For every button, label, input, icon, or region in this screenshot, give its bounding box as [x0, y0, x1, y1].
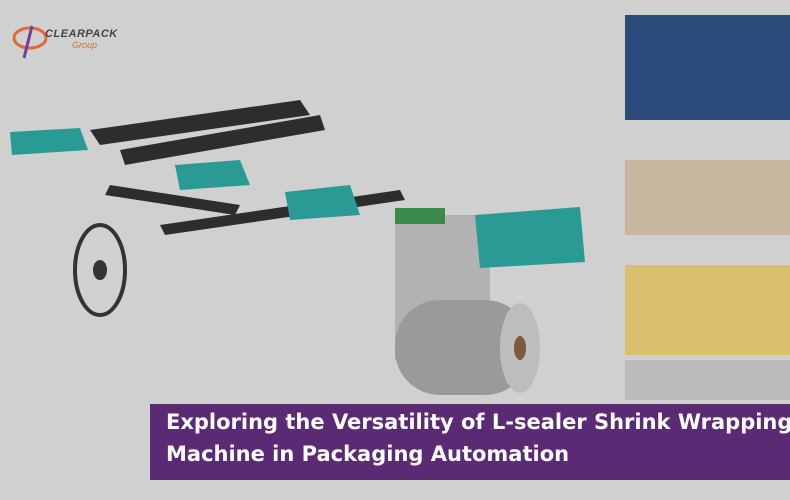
logo-name: CLEARPACK [45, 28, 118, 40]
logo-sub: Group [72, 40, 98, 50]
product-boxes [10, 128, 585, 268]
clearpack-logo: CLEARPACK Group [10, 22, 117, 62]
title-line-1: Exploring the Versatility of L-sealer Sh… [166, 410, 790, 434]
title-line-2: Machine in Packaging Automation [166, 442, 570, 466]
sample-products [625, 15, 790, 400]
globe-logo-icon [12, 25, 48, 59]
film-roll [395, 215, 540, 395]
reel-wheel [73, 223, 127, 317]
title-banner: Exploring the Versatility of L-sealer Sh… [150, 404, 790, 480]
